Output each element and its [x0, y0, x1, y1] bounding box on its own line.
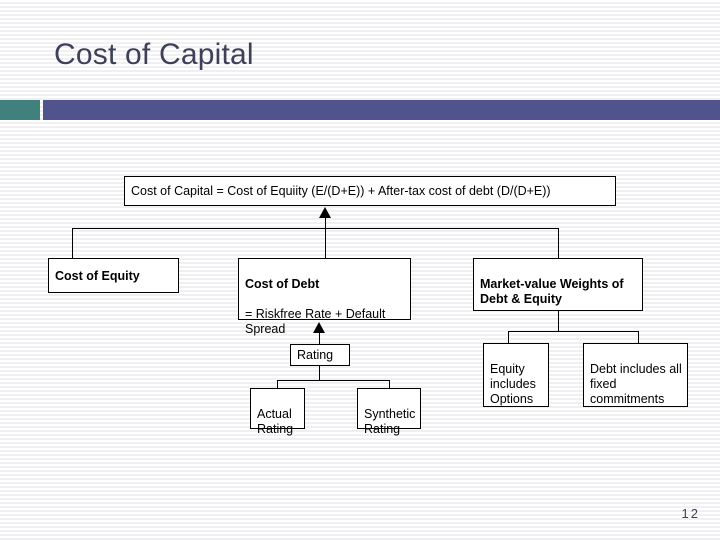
- node-debt-includes-commitments-label: Debt includes all fixed commitments: [590, 362, 682, 406]
- node-cost-of-equity: Cost of Equity: [48, 258, 179, 293]
- node-cost-of-debt-heading: Cost of Debt: [245, 277, 320, 291]
- connector-rating-to-cost-of-debt: [319, 333, 320, 344]
- header-rule-bar: [43, 100, 720, 120]
- connector-bus-to-formula: [325, 218, 326, 258]
- node-equity-includes-options-label: Equity includes Options: [490, 362, 536, 406]
- connector-horizontal-bus-weights-children: [508, 331, 638, 332]
- connector-bus-to-debt-includes-commitments: [638, 331, 639, 343]
- page-number: 12: [681, 506, 700, 521]
- node-market-value-weights: Market-value Weights of Debt & Equity: [473, 258, 643, 311]
- node-equity-includes-options: Equity includes Options: [483, 343, 549, 407]
- connector-rating-stem: [319, 366, 320, 380]
- node-rating-label: Rating: [297, 348, 334, 362]
- node-market-value-weights-label: Market-value Weights of Debt & Equity: [480, 277, 624, 306]
- node-actual-rating: Actual Rating: [250, 388, 305, 436]
- connector-bus-to-synthetic-rating: [389, 380, 390, 388]
- connector-bus-to-cost-of-equity: [72, 228, 73, 258]
- connector-horizontal-bus-rating-children: [277, 380, 389, 381]
- connector-bus-to-equity-includes-options: [508, 331, 509, 343]
- accent-block: [0, 100, 40, 120]
- page-title: Cost of Capital: [54, 38, 254, 71]
- connector-market-value-weights-stem: [558, 311, 559, 331]
- node-debt-includes-commitments: Debt includes all fixed commitments: [583, 343, 688, 407]
- node-cost-of-capital-formula-label: Cost of Capital = Cost of Equiity (E/(D+…: [131, 184, 551, 198]
- connector-bus-to-market-value-weights: [558, 228, 559, 258]
- node-actual-rating-label: Actual Rating: [257, 407, 294, 436]
- node-cost-of-capital-formula: Cost of Capital = Cost of Equiity (E/(D+…: [124, 176, 616, 206]
- node-cost-of-equity-label: Cost of Equity: [55, 268, 140, 283]
- connector-horizontal-bus-level1: [72, 228, 559, 229]
- node-cost-of-debt: Cost of Debt = Riskfree Rate + Default S…: [238, 258, 411, 336]
- node-synthetic-rating-label: Synthetic Rating: [364, 407, 416, 436]
- arrow-up-icon-to-cost-of-debt: [313, 322, 325, 333]
- arrow-up-icon-to-formula: [319, 207, 331, 218]
- node-rating: Rating: [290, 344, 350, 366]
- node-cost-of-debt-body: = Riskfree Rate + Default Spread: [245, 307, 386, 336]
- node-synthetic-rating: Synthetic Rating: [357, 388, 421, 436]
- connector-bus-to-actual-rating: [277, 380, 278, 388]
